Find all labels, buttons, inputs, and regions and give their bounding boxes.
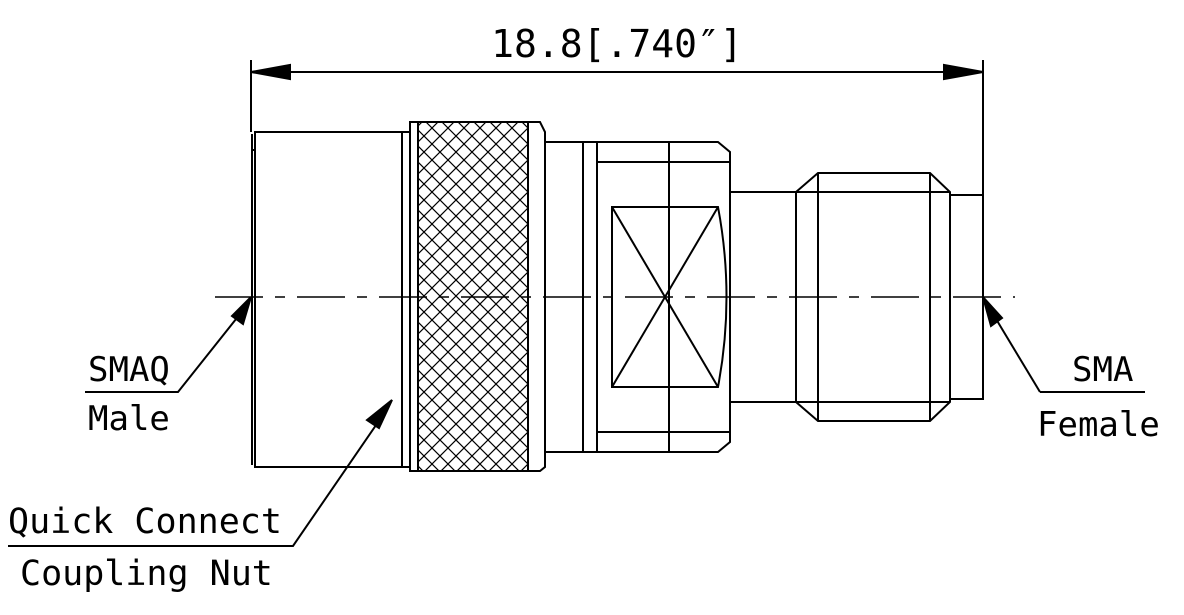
leader-coupling-nut (8, 411, 386, 547)
coupling-nut-label-line1: Quick Connect (8, 502, 282, 542)
smaq-label-line1: SMAQ (88, 350, 170, 390)
coupling-nut-outline (409, 121, 546, 472)
smaq-male-body (254, 131, 411, 468)
hex-body (582, 141, 731, 453)
coupling-nut-label-line2: Coupling Nut (20, 554, 273, 594)
leader-smaq (85, 303, 249, 393)
hex-flat (611, 206, 728, 388)
sma-label-line1: SMA (1072, 350, 1133, 390)
sma-label-line2: Female (1037, 405, 1160, 445)
dimension-label: 18.8[.740″] (491, 22, 743, 66)
smaq-label-line2: Male (88, 399, 170, 439)
dimension-arrow-right (943, 63, 984, 81)
dimension-arrow-left (250, 63, 291, 81)
